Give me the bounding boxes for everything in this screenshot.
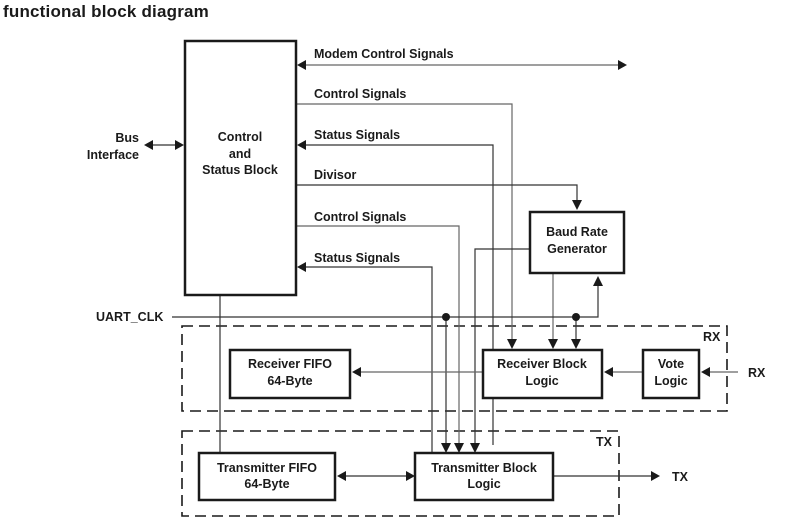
receiver-fifo-block: Receiver FIFO 64-Byte [228, 348, 352, 400]
bus-label: Bus [115, 131, 139, 145]
interface-label: Interface [87, 148, 139, 162]
junction-dot-tx [442, 313, 450, 321]
tx-group-box [181, 430, 620, 517]
svg-text:and: and [229, 147, 251, 161]
control-status-block: Control and Status Block [183, 39, 298, 297]
junction-dot-rx [572, 313, 580, 321]
arrowhead-clk-rx [571, 339, 581, 349]
arrowhead-rxfifo [352, 367, 361, 377]
tx-output-label: TX [672, 470, 689, 484]
svg-text:Transmitter Block: Transmitter Block [431, 461, 537, 475]
svg-text:Transmitter FIFO: Transmitter FIFO [217, 461, 317, 475]
arrowhead-control-rx [507, 339, 517, 349]
arrowhead-txlogic [406, 471, 415, 481]
status-signals-2-line [304, 266, 433, 452]
control-signals-2-label: Control Signals [314, 210, 406, 224]
svg-text:64-Byte: 64-Byte [244, 477, 289, 491]
arrowhead-status-1 [297, 140, 306, 150]
arrowhead-rxlogic [604, 367, 613, 377]
svg-text:Receiver FIFO: Receiver FIFO [248, 357, 332, 371]
baud-to-tx-line [474, 248, 529, 445]
svg-text:Baud Rate: Baud Rate [546, 225, 608, 239]
arrowhead-bus-right [175, 140, 184, 150]
baud-rate-generator-block: Baud Rate Generator [528, 210, 626, 275]
arrowhead-modem-left [297, 60, 306, 70]
transmitter-fifo-block: Transmitter FIFO 64-Byte [197, 451, 337, 502]
svg-text:Vote: Vote [658, 357, 684, 371]
status-signals-2-label: Status Signals [314, 251, 400, 265]
transmitter-block-logic: Transmitter Block Logic [413, 451, 555, 502]
vote-logic-block: Vote Logic [641, 348, 701, 400]
control-signals-1-label: Control Signals [314, 87, 406, 101]
arrowhead-txfifo [337, 471, 346, 481]
divisor-line [297, 184, 578, 202]
arrowhead-divisor [572, 200, 582, 210]
arrowheads [144, 60, 710, 481]
divisor-label: Divisor [314, 168, 357, 182]
rx-group-label: RX [703, 330, 721, 344]
arrowhead-status-2 [297, 262, 306, 272]
svg-text:Logic: Logic [654, 374, 687, 388]
svg-text:Status Block: Status Block [202, 163, 278, 177]
arrowhead-clk-tx [441, 443, 451, 453]
arrowhead-baud-rx [548, 339, 558, 349]
tx-group-label: TX [596, 435, 613, 449]
arrowhead-tx-out [651, 471, 660, 481]
svg-text:64-Byte: 64-Byte [267, 374, 312, 388]
status-signals-1-line [304, 144, 494, 445]
arrowhead-vote [701, 367, 710, 377]
modem-control-signals-label: Modem Control Signals [314, 47, 454, 61]
rx-group-box [181, 325, 728, 412]
rx-input-label: RX [748, 366, 766, 380]
svg-text:Logic: Logic [525, 374, 558, 388]
svg-text:Generator: Generator [547, 242, 607, 256]
arrowhead-bus-left [144, 140, 153, 150]
arrowhead-control-tx [454, 443, 464, 453]
status-signals-1-label: Status Signals [314, 128, 400, 142]
uart-clk-label: UART_CLK [96, 310, 163, 324]
uart-clk-line [172, 286, 599, 318]
svg-text:Control: Control [218, 130, 262, 144]
connections [152, 64, 738, 477]
diagram-title: functional block diagram [3, 2, 209, 21]
svg-text:Logic: Logic [467, 477, 500, 491]
control-signals-1-line [297, 103, 513, 342]
arrowhead-uart-clk-baud [593, 276, 603, 286]
arrowhead-baud-tx [470, 443, 480, 453]
arrowhead-modem-right [618, 60, 627, 70]
receiver-block-logic: Receiver Block Logic [481, 348, 604, 400]
svg-text:Receiver Block: Receiver Block [497, 357, 587, 371]
